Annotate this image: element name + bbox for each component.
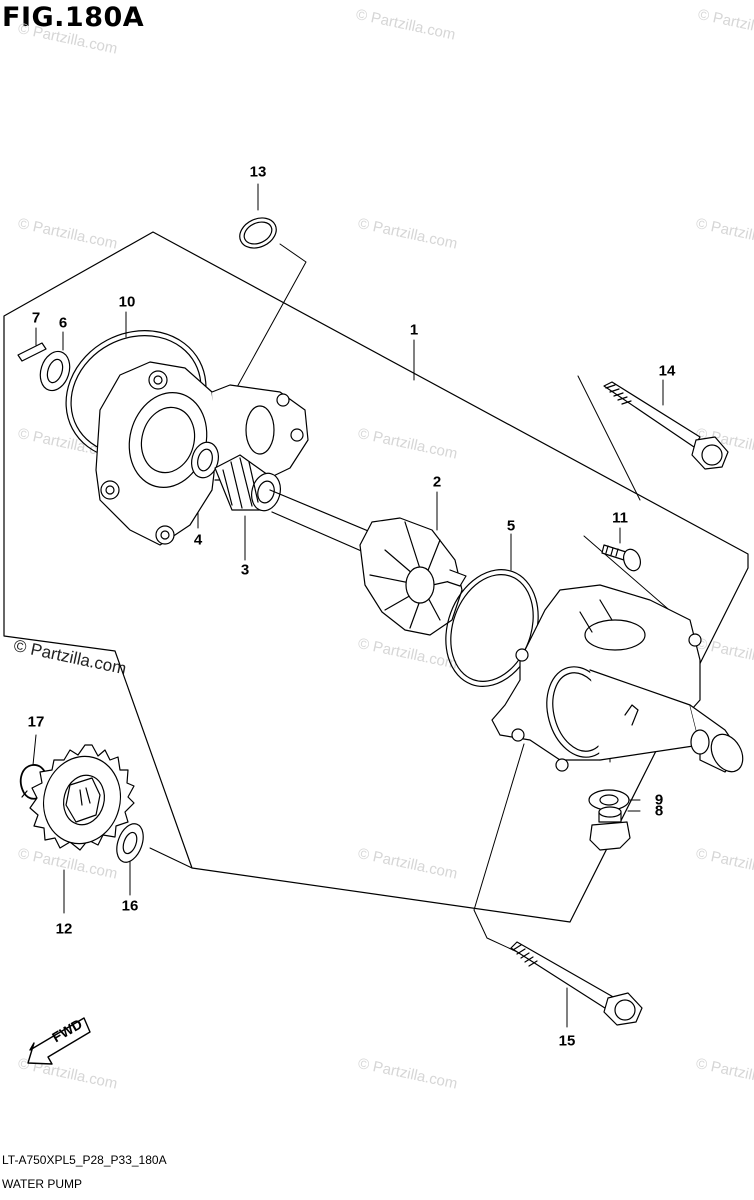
washer-6 xyxy=(39,350,71,392)
figure-caption: WATER PUMP xyxy=(2,1177,82,1191)
o-ring-13 xyxy=(239,217,277,249)
fwd-arrow-icon: FWD xyxy=(27,1016,91,1065)
gear-12 xyxy=(29,744,135,851)
impeller-2 xyxy=(359,517,467,636)
callout-16: 16 xyxy=(121,897,139,915)
callout-11: 11 xyxy=(612,509,628,527)
callout-3: 3 xyxy=(240,561,250,579)
callout-9: 9 xyxy=(654,791,664,809)
callout-7: 7 xyxy=(31,309,41,327)
bolt-14 xyxy=(603,381,729,470)
callout-17: 17 xyxy=(27,713,45,731)
pump-cover xyxy=(95,361,309,546)
drain-bolt-8 xyxy=(589,806,631,851)
callout-1: 1 xyxy=(409,321,419,339)
callout-8: 8 xyxy=(654,802,664,820)
washer-16 xyxy=(116,823,144,863)
figure-title: FIG.180A xyxy=(2,2,145,33)
figure-code: LT-A750XPL5_P28_P33_180A xyxy=(2,1153,167,1167)
callout-12: 12 xyxy=(55,920,73,938)
screw-11 xyxy=(601,544,642,572)
callout-2: 2 xyxy=(432,473,442,491)
pump-case xyxy=(491,584,744,773)
callout-15: 15 xyxy=(558,1032,576,1050)
mechanical-seal-3 xyxy=(214,454,281,512)
callout-4: 4 xyxy=(193,531,203,549)
callout-5: 5 xyxy=(506,517,516,535)
callout-6: 6 xyxy=(58,314,68,332)
callout-10: 10 xyxy=(118,293,136,311)
callout-14: 14 xyxy=(658,362,676,380)
dowel-pin-7 xyxy=(17,342,47,362)
bolt-15 xyxy=(510,941,643,1026)
callout-13: 13 xyxy=(249,163,267,181)
oil-seal-4 xyxy=(191,441,219,479)
